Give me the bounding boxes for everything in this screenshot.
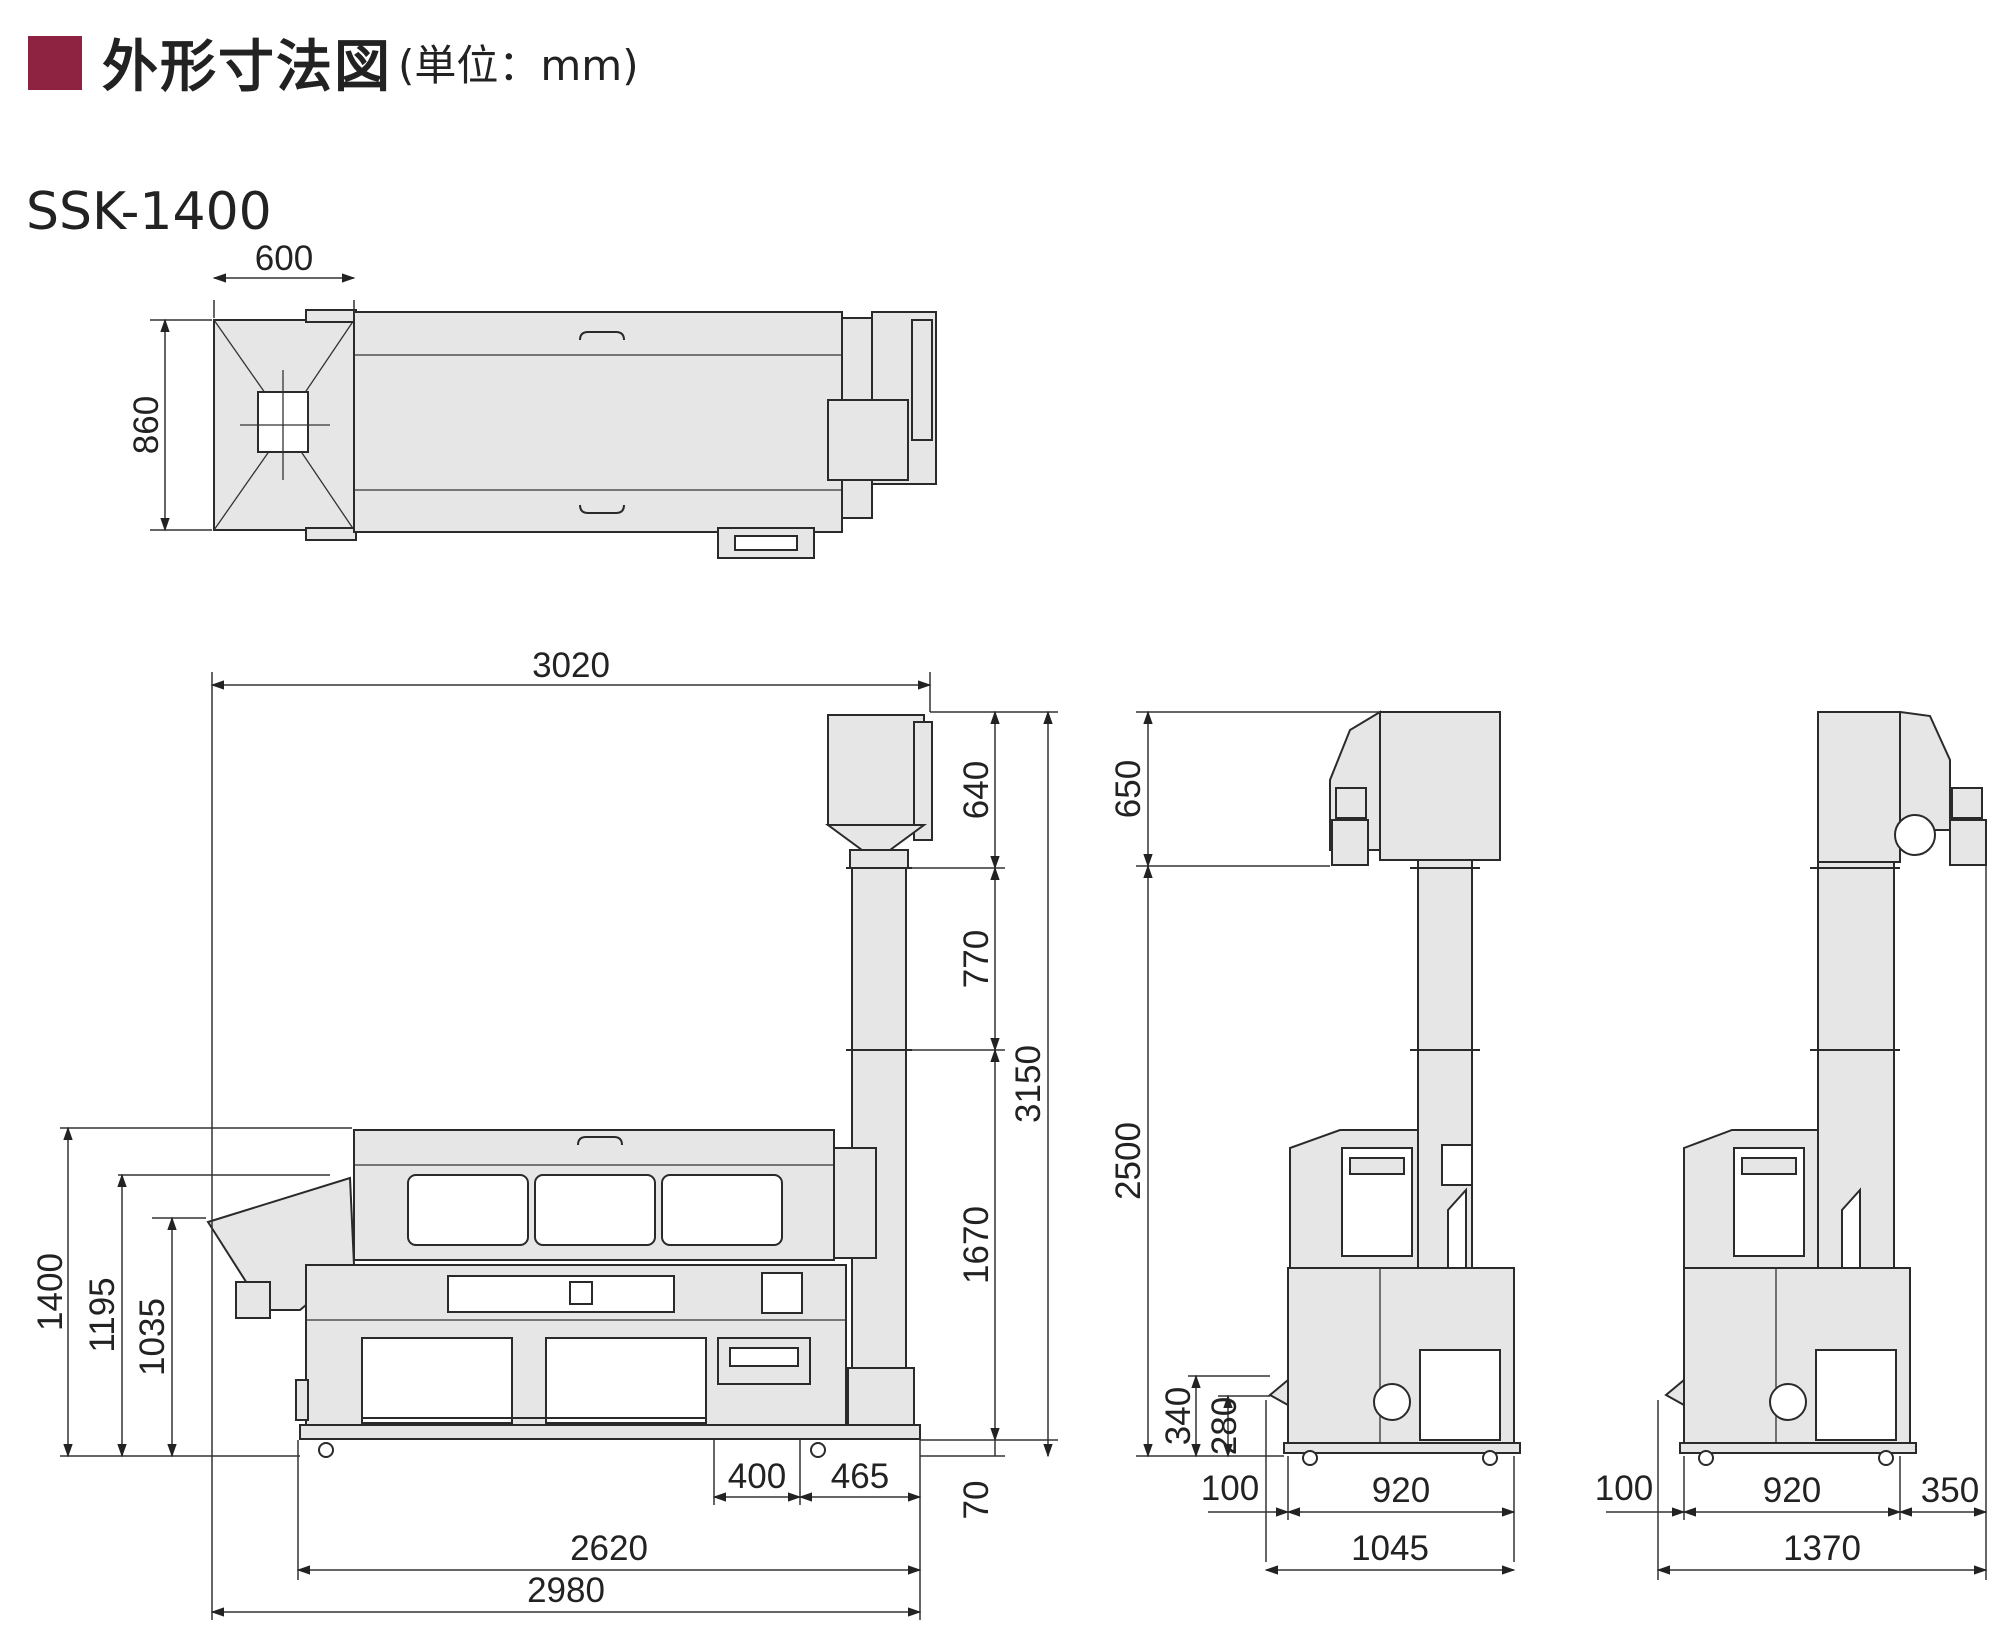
side-view: 3020 400 465 2620 2980 640 770 1670 70 3… xyxy=(31,646,1058,1620)
dim-front-top: 650 xyxy=(1109,760,1148,818)
dim-top-width: 600 xyxy=(255,239,313,278)
model-name: SSK-1400 xyxy=(26,182,272,242)
dim-top-depth: 860 xyxy=(127,396,166,454)
side-base xyxy=(299,1424,921,1440)
dim-inlet-low: 1035 xyxy=(133,1298,172,1376)
dim-elevator-mid: 770 xyxy=(957,930,996,988)
dim-front-total-width: 1045 xyxy=(1351,1529,1429,1568)
dim-outlet-offset: 465 xyxy=(831,1457,889,1496)
dim-hopper-height: 1400 xyxy=(31,1253,70,1331)
top-body xyxy=(353,311,843,533)
side-elevator-column xyxy=(851,867,907,1369)
side-wheel-right xyxy=(810,1442,826,1458)
dim-outlet-width: 400 xyxy=(728,1457,786,1496)
dim-total-length: 2980 xyxy=(527,1571,605,1610)
dim-elevator-low: 1670 xyxy=(957,1206,996,1284)
top-view: 600 860 xyxy=(127,239,937,559)
heading-square-icon xyxy=(28,35,82,90)
dim-front-outlet-b: 280 xyxy=(1205,1397,1244,1455)
side-elevator-head xyxy=(827,714,925,826)
dim-inlet-high: 1195 xyxy=(83,1277,122,1352)
side-wheel-left xyxy=(318,1442,334,1458)
dim-rear-total-width: 1370 xyxy=(1783,1529,1861,1568)
front-elevator-head xyxy=(1379,711,1501,861)
page-heading: 外形寸法図 (単位：mm) xyxy=(28,22,639,103)
dim-total-height: 3150 xyxy=(1009,1045,1048,1123)
dim-rear-left-offset: 100 xyxy=(1595,1469,1653,1508)
unit-note: (単位：mm) xyxy=(398,41,639,90)
rear-base xyxy=(1679,1442,1917,1454)
dim-elevator-top: 640 xyxy=(957,761,996,819)
dim-frame-length: 2620 xyxy=(570,1529,648,1568)
front-base xyxy=(1283,1442,1521,1454)
dim-rear-body-width: 920 xyxy=(1763,1471,1821,1510)
page-title: 外形寸法図 xyxy=(102,35,392,100)
dim-front-elevator: 2500 xyxy=(1109,1122,1148,1200)
dim-front-body-width: 920 xyxy=(1372,1471,1430,1510)
front-motor-icon xyxy=(1373,1383,1411,1421)
dim-base-clearance: 70 xyxy=(957,1481,996,1520)
rear-elevator-head xyxy=(1817,711,1901,863)
dim-front-left-offset: 100 xyxy=(1201,1469,1259,1508)
dim-rear-right-offset: 350 xyxy=(1921,1471,1979,1510)
rear-view: 100 920 350 1370 xyxy=(1595,710,1988,1580)
rear-motor-icon xyxy=(1894,814,1936,856)
dim-overall-length: 3020 xyxy=(532,646,610,685)
dim-front-outlet-a: 340 xyxy=(1159,1387,1198,1445)
front-view: 650 2500 340 280 100 920 1045 xyxy=(1109,710,1521,1575)
